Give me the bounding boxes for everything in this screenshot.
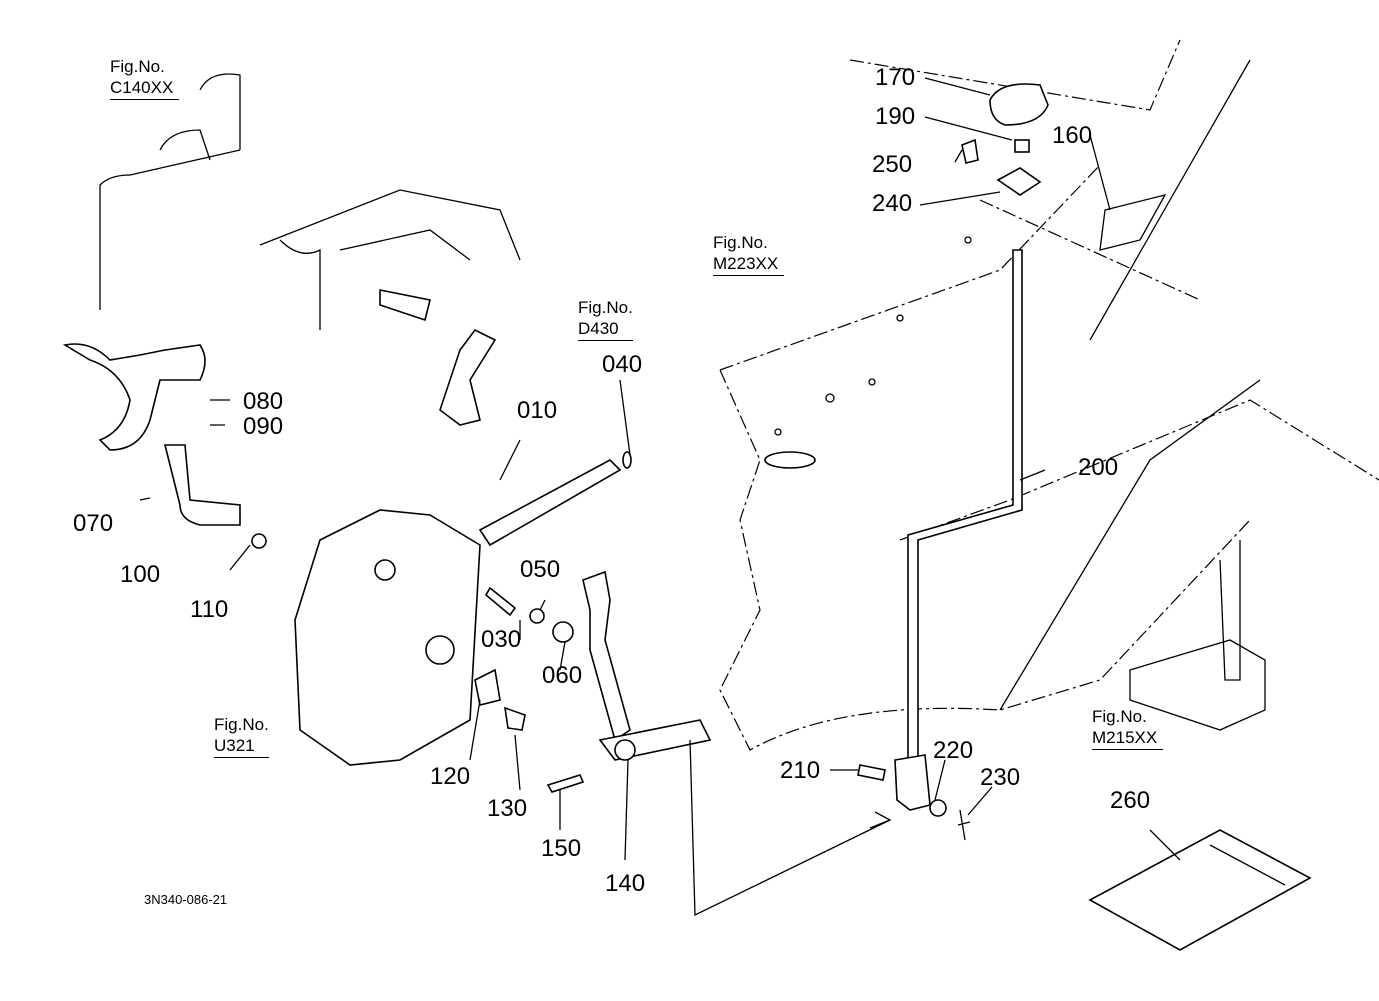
manual-sheet bbox=[1088, 829, 1312, 951]
shift-lever bbox=[582, 570, 631, 742]
part-label-120: 120 bbox=[430, 763, 471, 790]
fig-ref-prefix: Fig.No. bbox=[713, 233, 768, 252]
part-label-130: 130 bbox=[487, 795, 528, 822]
part-label-160: 160 bbox=[1052, 122, 1093, 149]
part-label-150: 150 bbox=[541, 835, 582, 862]
gear-case bbox=[294, 509, 481, 766]
shaft-010 bbox=[478, 459, 622, 547]
o-ring-110 bbox=[251, 533, 267, 549]
part-label-210: 210 bbox=[780, 757, 821, 784]
part-label-200: 200 bbox=[1078, 454, 1119, 481]
part-label-230: 230 bbox=[980, 764, 1021, 791]
housing-outline bbox=[99, 149, 521, 330]
drawing-code: 3N340-086-21 bbox=[144, 892, 228, 907]
part-label-220: 220 bbox=[933, 737, 974, 764]
part-label-100: 100 bbox=[120, 561, 161, 588]
fig-ref-c140xx: Fig.No. C140XX bbox=[110, 56, 180, 100]
part-label-090: 090 bbox=[243, 413, 284, 440]
part-label-190: 190 bbox=[875, 103, 916, 130]
part-label-060: 060 bbox=[542, 662, 583, 689]
snap-ring-040 bbox=[622, 451, 632, 469]
shift-knob bbox=[989, 83, 1049, 126]
fig-ref-prefix: Fig.No. bbox=[578, 298, 633, 317]
part-label-040: 040 bbox=[602, 351, 643, 378]
shift-rod bbox=[907, 249, 1023, 761]
part-label-140: 140 bbox=[605, 870, 646, 897]
fig-ref-code: U321 bbox=[214, 735, 269, 758]
part-label-250: 250 bbox=[872, 151, 913, 178]
part-label-030: 030 bbox=[481, 626, 522, 653]
fig-ref-m223xx: Fig.No. M223XX bbox=[713, 232, 785, 276]
part-label-110: 110 bbox=[190, 596, 229, 623]
part-label-050: 050 bbox=[520, 556, 561, 583]
part-label-170: 170 bbox=[875, 64, 916, 91]
fig-ref-d430: Fig.No. D430 bbox=[578, 297, 633, 341]
fig-ref-prefix: Fig.No. bbox=[1092, 707, 1147, 726]
fig-ref-m215xx: Fig.No. M215XX bbox=[1092, 706, 1164, 750]
part-label-260: 260 bbox=[1110, 787, 1151, 814]
fig-ref-prefix: Fig.No. bbox=[110, 57, 165, 76]
part-label-070: 070 bbox=[73, 510, 114, 537]
fig-ref-u321: Fig.No. U321 bbox=[214, 714, 269, 758]
part-label-010: 010 bbox=[517, 397, 558, 424]
fig-ref-code: D430 bbox=[578, 318, 633, 341]
fig-ref-code: M223XX bbox=[713, 253, 785, 276]
fig-ref-prefix: Fig.No. bbox=[214, 715, 269, 734]
part-label-080: 080 bbox=[243, 388, 284, 415]
part-label-240: 240 bbox=[872, 190, 913, 217]
lever-shaft bbox=[163, 444, 241, 526]
fig-ref-code: C140XX bbox=[110, 77, 180, 100]
fig-ref-code: M215XX bbox=[1092, 727, 1164, 750]
shift-fork bbox=[62, 343, 206, 451]
